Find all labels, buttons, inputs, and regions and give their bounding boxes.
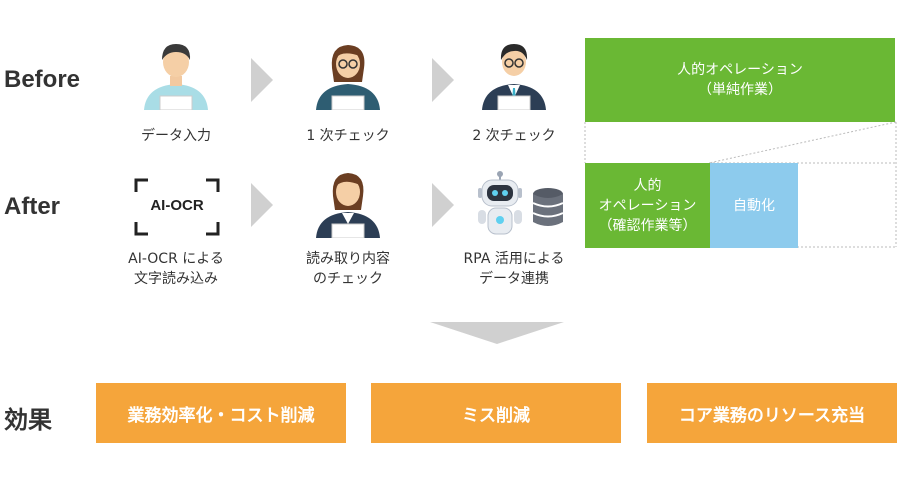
- before-box-line1: 人的オペレーション: [677, 62, 803, 78]
- after-step-2-line1: 読み取り内容: [306, 251, 390, 267]
- person-female-suit-icon: [316, 173, 380, 238]
- after-step-3-line2: データ連携: [479, 271, 549, 287]
- before-human-operation-box: 人的オペレーション （単純作業）: [585, 38, 895, 122]
- effect-label-3: コア業務のリソース充当: [678, 405, 866, 426]
- automation-box: 自動化: [710, 163, 798, 248]
- before-box-line2: （単純作業）: [698, 82, 782, 98]
- robot-icon: [478, 171, 522, 235]
- chevron-right-icon: [432, 58, 454, 102]
- effect-box-error-reduction: ミス削減: [371, 383, 621, 443]
- row-label-effect: 効果: [4, 407, 52, 434]
- database-icon: [532, 188, 564, 226]
- after-human-line1: 人的: [633, 177, 662, 194]
- before-step-2-label: 1 次チェック: [306, 128, 390, 144]
- after-human-line3: （確認作業等）: [598, 217, 697, 234]
- person-female-glasses-icon: [316, 45, 380, 110]
- chevron-right-icon: [251, 183, 273, 227]
- effect-label-1: 業務効率化・コスト削減: [127, 405, 315, 426]
- row-label-after: After: [4, 193, 61, 220]
- before-step-1-label: データ入力: [141, 128, 211, 144]
- after-step-2-label: 読み取り内容 のチェック: [273, 249, 423, 289]
- after-human-line2: オペレーション: [598, 197, 697, 214]
- before-step-3-label: 2 次チェック: [472, 128, 556, 144]
- robot-database-icon: [478, 171, 564, 235]
- chevron-right-icon: [432, 183, 454, 227]
- person-male-suit-glasses-icon: [482, 44, 546, 110]
- comparison-dashed-outline: [584, 121, 897, 248]
- row-label-before: Before: [4, 66, 81, 93]
- after-human-operation-box: 人的 オペレーション （確認作業等）: [585, 163, 710, 248]
- chevron-down-icon: [430, 322, 564, 344]
- after-step-1-line2: 文字読み込み: [134, 271, 218, 287]
- after-step-2-line2: のチェック: [313, 271, 383, 287]
- ai-ocr-icon: AI-OCR: [134, 178, 220, 236]
- after-step-3-label: RPA 活用による データ連携: [439, 249, 589, 289]
- after-step-3-line1: RPA 活用による: [463, 251, 565, 267]
- effect-label-2: ミス削減: [462, 405, 530, 426]
- automation-label: 自動化: [733, 197, 775, 214]
- effect-box-efficiency: 業務効率化・コスト削減: [96, 383, 346, 443]
- person-male-light-shirt-icon: [144, 44, 208, 110]
- scan-frame-icon: [134, 178, 220, 236]
- ai-ocr-icon-text: AI-OCR: [150, 197, 204, 214]
- after-step-1-label: AI-OCR による 文字読み込み: [101, 249, 251, 289]
- effect-box-core-resources: コア業務のリソース充当: [647, 383, 897, 443]
- chevron-right-icon: [251, 58, 273, 102]
- after-step-1-line1: AI-OCR による: [128, 251, 224, 267]
